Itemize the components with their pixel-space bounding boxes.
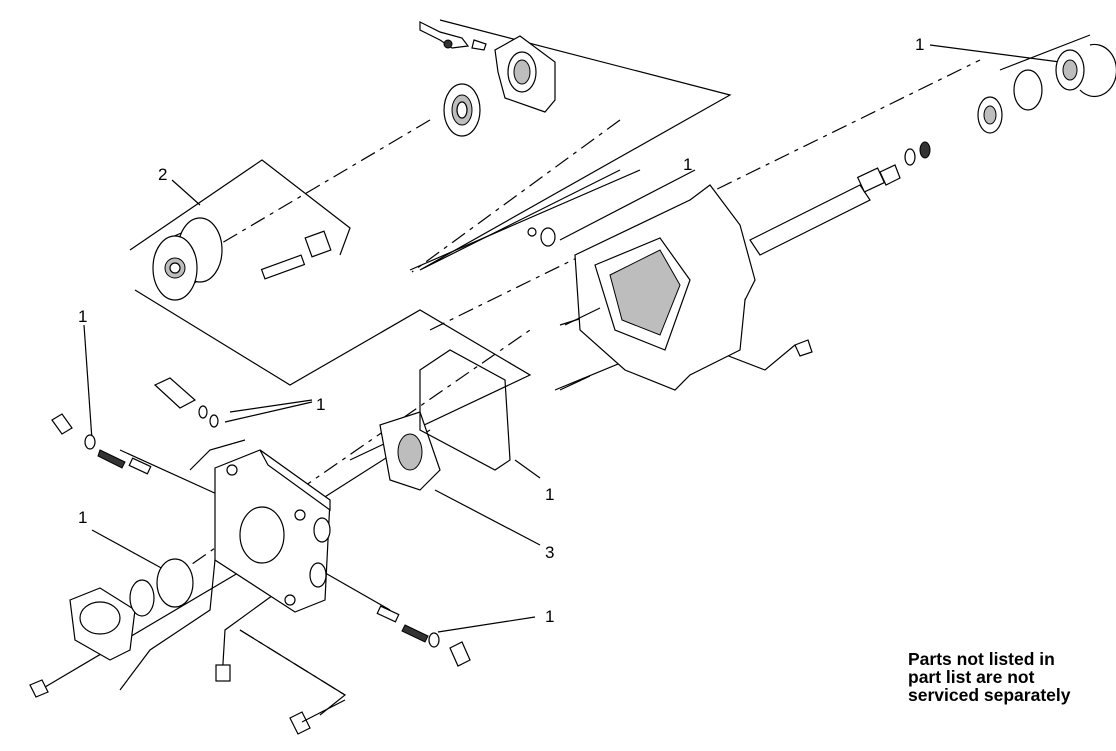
callout-label: 1 [78,508,87,527]
valve-plate [379,411,441,491]
bolts-and-plugs [29,307,813,735]
callout-labels: 1 1 2 1 1 1 1 3 1 [78,35,924,626]
callout-label: 1 [683,155,692,174]
callout-label: 1 [545,485,554,504]
end-cap [214,449,331,613]
parts-note-line: serviced separately [908,685,1071,705]
callout-leaders [83,44,1061,633]
cylinder-barrel [152,217,223,301]
relief-valve-left [51,413,152,475]
callout-label: 2 [158,165,167,184]
shaft-seal-stack [904,43,1116,166]
assembly-lines [39,19,1091,716]
relief-valve-right [376,605,471,667]
callout-label: 1 [545,607,554,626]
charge-pump-cover [69,587,136,661]
barrel-spring-assembly [260,230,332,280]
control-lever [419,21,487,51]
callout-label: 1 [78,307,87,326]
pump-housing [527,184,756,391]
parts-note-line: Parts not listed in [908,649,1055,669]
housing-gasket [419,349,511,471]
callout-label: 1 [915,35,924,54]
gerotor-set [129,558,194,617]
drive-shaft [749,164,901,256]
parts-note-line: part list are not [908,667,1035,687]
pressure-fitting [153,377,219,428]
callout-label: 3 [545,543,554,562]
parts-note: Parts not listed in part list are not se… [908,650,1113,704]
swashplate-cradle [494,35,556,113]
callout-label: 1 [316,395,325,414]
shaft-bearing [443,83,481,137]
